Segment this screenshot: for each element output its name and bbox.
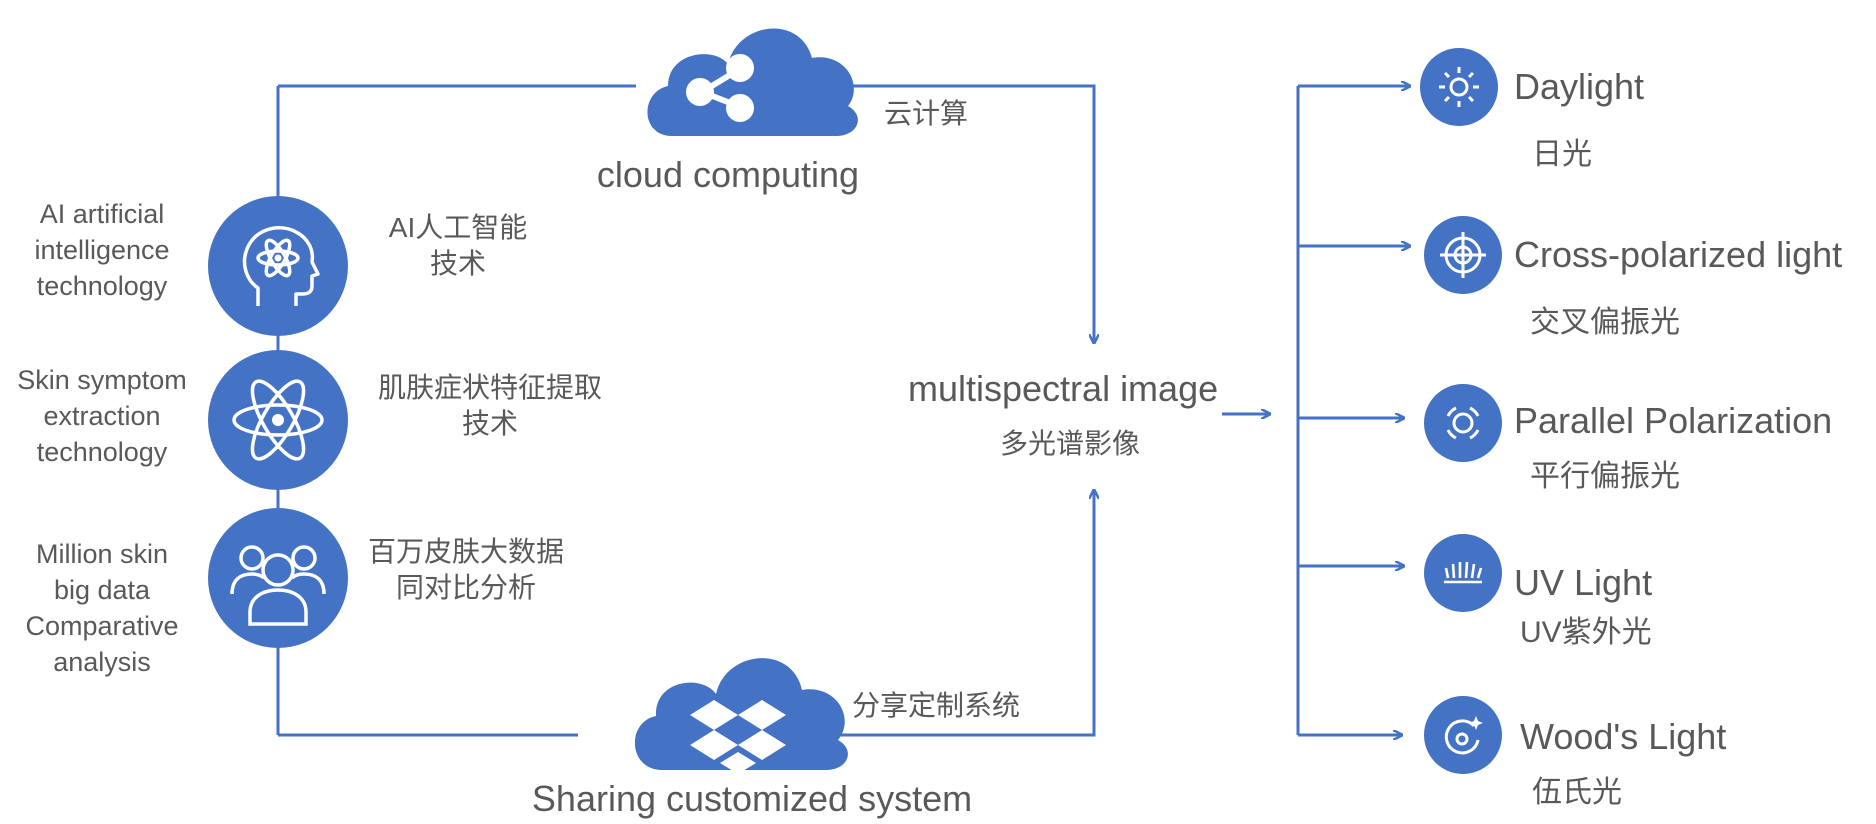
tech-circle-skin [208, 350, 348, 490]
light-uv-en: UV Light [1514, 562, 1653, 603]
light-circle-uv [1424, 534, 1502, 612]
light-circle-cross [1424, 216, 1502, 294]
light-daylight-en: Daylight [1514, 66, 1645, 107]
uv-icon [1444, 561, 1483, 584]
dropbox-icon [690, 700, 786, 774]
atom-icon [232, 379, 324, 461]
cloud-top [647, 28, 858, 136]
crosshair-icon [1440, 232, 1486, 278]
ai-head-icon [242, 226, 320, 306]
light-wood-en: Wood's Light [1520, 716, 1727, 757]
users-icon [230, 545, 326, 626]
parallel-polarization-icon [1446, 406, 1480, 440]
light-parallel-cn: 平行偏振光 [1530, 460, 1680, 493]
tech-circle-bigdata [208, 508, 348, 648]
tech-bigdata-en: Million skin big data Comparative analys… [25, 539, 179, 677]
tech-ai-cn: AI人工智能 技术 [388, 212, 528, 279]
light-circle-wood [1424, 696, 1502, 774]
light-uv-cn: UV紫外光 [1520, 616, 1652, 649]
light-daylight-cn: 日光 [1532, 138, 1592, 171]
cloud-computing-cn: 云计算 [884, 98, 969, 129]
wood-light-icon [1444, 716, 1483, 755]
sun-icon [1439, 67, 1479, 107]
light-circle-daylight [1420, 48, 1498, 126]
tech-circle-ai [208, 196, 348, 336]
bottom-to-center-arrow [836, 490, 1094, 737]
tech-bigdata-cn: 百万皮肤大数据 同对比分析 [367, 536, 565, 603]
light-wood-cn: 伍氏光 [1532, 776, 1622, 809]
cloud-bottom [634, 658, 848, 774]
top-to-center-arrow [836, 84, 1094, 343]
tech-skin-cn: 肌肤症状特征提取 技术 [377, 372, 603, 439]
multispectral-image-cn: 多光谱影像 [999, 428, 1141, 459]
light-cross-cn: 交叉偏振光 [1530, 306, 1680, 339]
share-icon [686, 54, 754, 122]
light-parallel-en: Parallel Polarization [1514, 400, 1833, 441]
tech-skin-en: Skin symptom extraction technology [17, 365, 187, 467]
sharing-system-label: Sharing customized system [531, 778, 973, 819]
sharing-system-cn: 分享定制系统 [852, 690, 1021, 721]
light-cross-en: Cross-polarized light [1514, 234, 1843, 275]
multispectral-image-label: multispectral image [908, 368, 1219, 409]
tech-ai-en: AI artificial intelligence technology [34, 199, 170, 301]
light-circle-parallel [1424, 384, 1502, 462]
cloud-computing-label: cloud computing [596, 154, 860, 195]
